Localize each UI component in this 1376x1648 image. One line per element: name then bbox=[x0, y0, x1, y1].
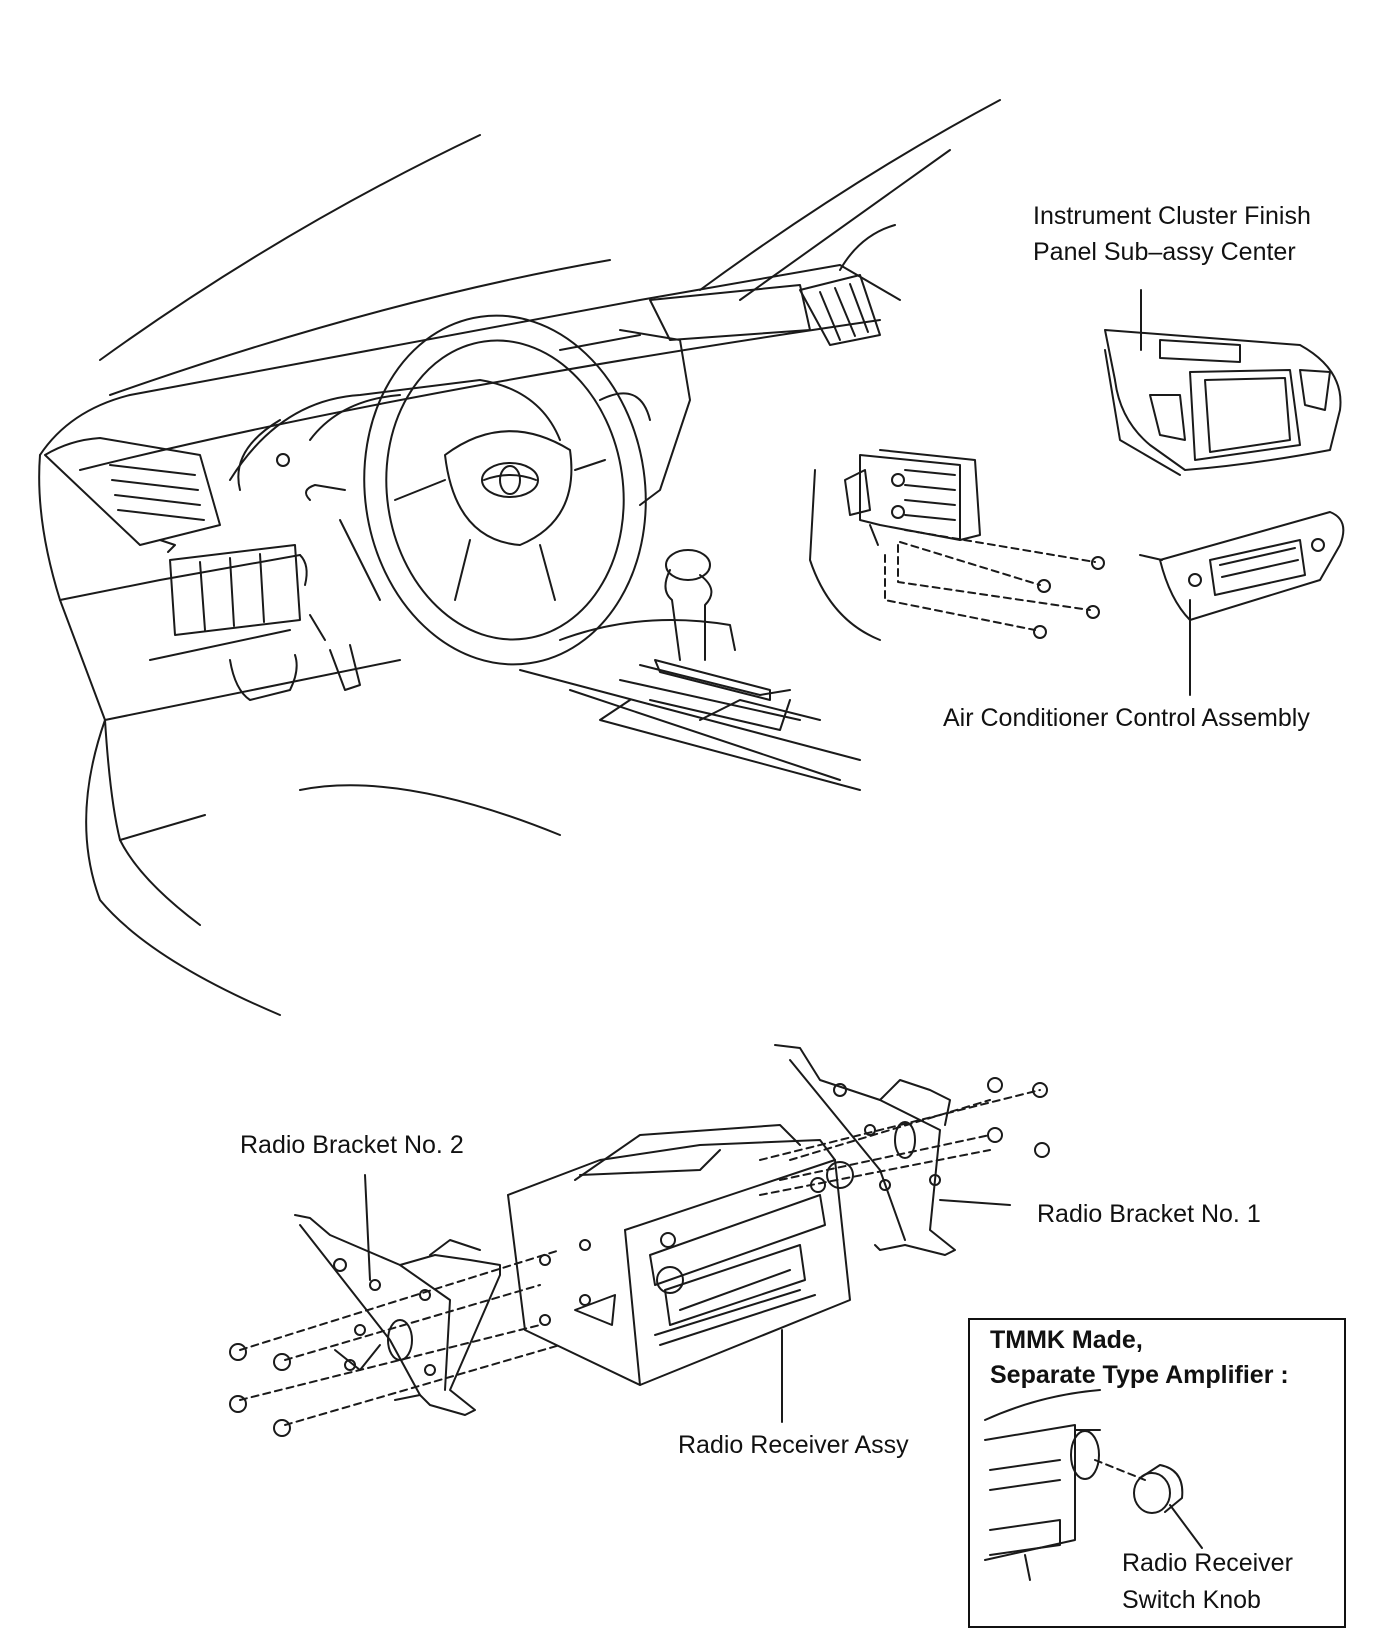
label-radio-bracket-1: Radio Bracket No. 1 bbox=[1037, 1200, 1261, 1228]
radio-receiver-switch-knob-part bbox=[1133, 1464, 1203, 1549]
screws-bracket-2 bbox=[229, 1343, 291, 1437]
screws-bracket-1 bbox=[987, 1077, 1050, 1158]
air-conditioner-control-assembly bbox=[1139, 511, 1345, 696]
screws-top bbox=[1033, 556, 1105, 639]
inset-title-line1: TMMK Made, bbox=[990, 1326, 1143, 1354]
dashed-screw-lines-bracket-1 bbox=[759, 1089, 1041, 1196]
inset-panel bbox=[968, 1318, 1346, 1628]
label-radio-bracket-2: Radio Bracket No. 2 bbox=[240, 1131, 464, 1159]
inset-dashed-line bbox=[1094, 1459, 1146, 1481]
label-knob-line2: Switch Knob bbox=[1122, 1586, 1261, 1614]
instrument-cluster-finish-panel bbox=[1104, 289, 1342, 476]
dashboard-illustration bbox=[38, 99, 1001, 1016]
inset-radio-detail bbox=[984, 1389, 1101, 1581]
dashed-screw-lines-bracket-2 bbox=[239, 1249, 561, 1426]
radio-receiver-assy-part bbox=[507, 1124, 854, 1423]
label-radio-receiver: Radio Receiver Assy bbox=[678, 1431, 909, 1459]
air-conditioner-radio-unit-top bbox=[844, 449, 981, 546]
inset-title-line2: Separate Type Amplifier : bbox=[990, 1361, 1289, 1389]
label-air-conditioner: Air Conditioner Control Assembly bbox=[943, 704, 1310, 732]
label-instrument-cluster-line1: Instrument Cluster Finish bbox=[1033, 202, 1311, 230]
dashed-screw-lines-top bbox=[884, 529, 1096, 631]
label-knob-line1: Radio Receiver bbox=[1122, 1549, 1293, 1577]
label-instrument-cluster-line2: Panel Sub–assy Center bbox=[1033, 238, 1296, 266]
radio-bracket-no-1-part bbox=[774, 1044, 1011, 1256]
